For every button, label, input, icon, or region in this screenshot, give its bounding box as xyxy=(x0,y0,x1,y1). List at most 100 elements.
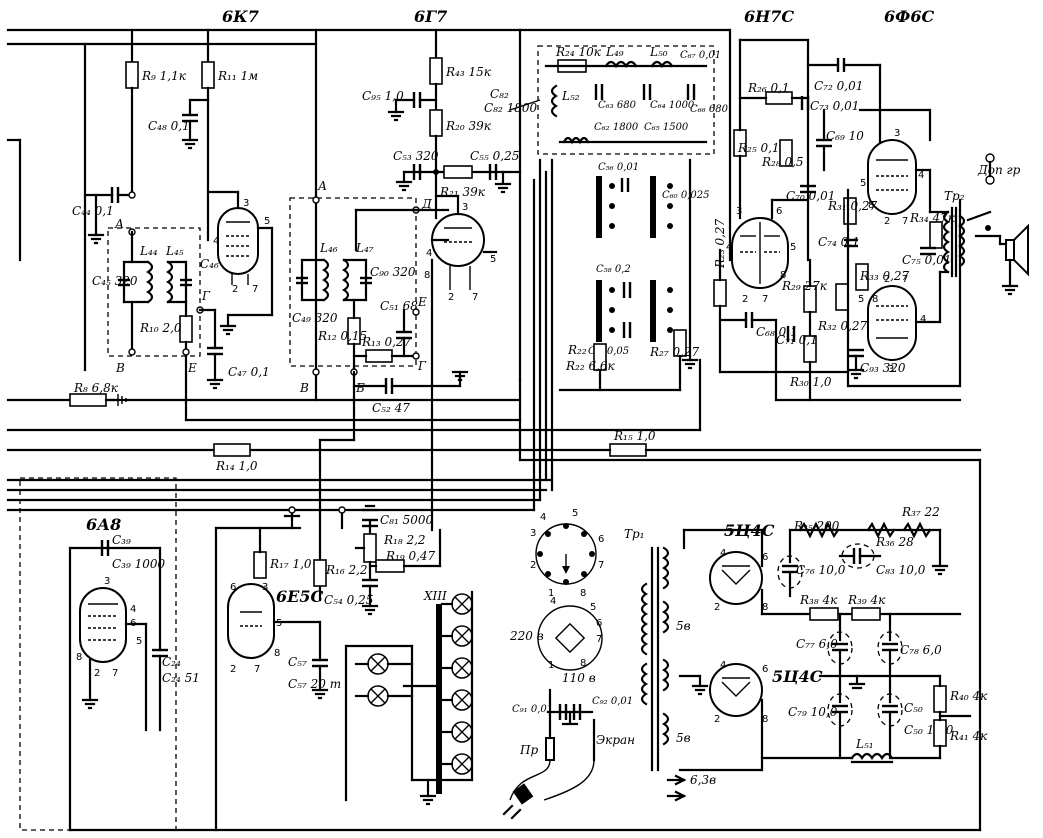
r29-label: R₂₉ 27к xyxy=(781,279,828,293)
r36-label: R₃₆ 28 xyxy=(875,535,914,549)
c57-label: C₅₇ 20 т xyxy=(288,677,341,691)
r19-label: R₁₉ 0,47 xyxy=(385,549,436,563)
stage-6e5s: R₁₇ 1,0 6Е5С 6 3 5 2 7 8 R₁₆ 2,2 C₅₄ 0,2… xyxy=(214,506,373,832)
resistor-r43 xyxy=(429,57,443,85)
node-b2: В xyxy=(299,381,309,395)
tube-label-6k7: 6К7 xyxy=(222,7,259,26)
svg-text:3: 3 xyxy=(462,202,468,213)
svg-text:8: 8 xyxy=(580,658,586,669)
r43-label: R₄₃ 15к xyxy=(445,65,492,79)
svg-text:4: 4 xyxy=(213,236,219,247)
svg-text:5: 5 xyxy=(490,254,496,265)
svg-text:5: 5 xyxy=(858,294,864,305)
resistor-r23 xyxy=(713,279,727,307)
c44-label: C₄₄ 0,1 xyxy=(72,204,114,218)
r17-label: R₁₇ 1,0 xyxy=(269,557,312,571)
svg-text:4: 4 xyxy=(426,248,432,259)
resistor-r34 xyxy=(929,221,943,249)
c64-label: C₆₄ 1000 xyxy=(650,100,695,111)
svg-text:8: 8 xyxy=(762,714,768,725)
r26-label: R₂₆ 0,1 xyxy=(747,81,790,95)
c49-label: C₄₉ 320 xyxy=(292,311,338,325)
svg-text:4: 4 xyxy=(720,548,726,559)
v63-label: 6,3в xyxy=(690,773,716,787)
svg-text:6: 6 xyxy=(762,664,768,675)
l50-label: L₅₀ xyxy=(649,45,668,59)
c56-label: C₅₆ 0,01 xyxy=(598,162,639,173)
r20-label: R₂₀ 39к xyxy=(445,119,492,133)
r25-label: R₂₅ 0,1 xyxy=(737,141,780,155)
c39-label: C₃₉ 1000 xyxy=(112,557,166,571)
svg-text:3: 3 xyxy=(736,206,742,217)
svg-text:7: 7 xyxy=(254,664,260,675)
resistor-r21 xyxy=(443,165,473,179)
c78-label: C₇₈ 6,0 xyxy=(900,643,942,657)
c90-label: C₉₀ 320 xyxy=(370,265,416,279)
svg-text:2: 2 xyxy=(714,714,720,725)
c47-label: C₄₇ 0,1 xyxy=(228,365,270,379)
v58a-label: 5в xyxy=(676,619,691,633)
svg-text:7: 7 xyxy=(252,284,258,295)
c24-label: C₂₄ 51 xyxy=(162,671,200,685)
svg-text:2: 2 xyxy=(94,668,100,679)
svg-text:7: 7 xyxy=(472,292,478,303)
svg-text:7: 7 xyxy=(112,668,118,679)
resistor-r33 xyxy=(855,263,869,291)
svg-text:2: 2 xyxy=(884,274,890,285)
svg-text:8: 8 xyxy=(274,648,280,659)
resistor-r32 xyxy=(835,283,849,311)
power-filter: R₃₅ 200 R₃₆ 28 R₃₇ 22 C₇₆ 10,0 C₈₃ 10,0 … xyxy=(760,505,988,764)
c24-label-name: C₂₄ xyxy=(162,655,181,669)
resistor-r28 xyxy=(779,139,793,167)
svg-text:2: 2 xyxy=(530,560,536,571)
if-transformer-1-box xyxy=(107,227,201,357)
resistor-r14 xyxy=(213,443,251,457)
converter-box xyxy=(19,477,177,831)
svg-text:8: 8 xyxy=(424,270,430,281)
v220-label: 220 в xyxy=(509,629,544,643)
svg-text:5: 5 xyxy=(860,178,866,189)
c91-label: C₉₁ 0,01 xyxy=(512,704,553,715)
fuse-icon xyxy=(545,737,555,761)
l52-label: L₅₂ xyxy=(561,89,580,103)
tube-6a8 xyxy=(79,587,127,663)
c75-label: C₇₅ 0,01 xyxy=(902,253,951,267)
svg-text:3: 3 xyxy=(262,582,268,593)
l47-label: L₄₇ xyxy=(355,241,374,255)
resistor-r16 xyxy=(313,559,327,587)
resistor-r39 xyxy=(851,607,881,621)
svg-text:6: 6 xyxy=(230,582,236,593)
svg-text:4: 4 xyxy=(726,242,732,253)
c50-label-name: C₅₀ xyxy=(904,701,923,715)
r27-label: R₂₇ 0,27 xyxy=(649,345,700,359)
c92-label: C₉₂ 0,01 xyxy=(592,696,633,707)
svg-text:2: 2 xyxy=(714,602,720,613)
svg-text:4: 4 xyxy=(918,170,924,181)
resistor-r18 xyxy=(363,533,377,563)
stage-6f6s: 6Ф6С 3 4 5 2 7 8 3 4 5 2 7 8 R₃₁ 0,27 C₇… xyxy=(817,7,1029,388)
v58b-label: 5в xyxy=(676,731,691,745)
c51-label: C₅₁ 68 xyxy=(380,299,418,313)
tone-control-block: R₂₄ 10к L₄₉ L₅₀ C₆₇ 0,01 L₅₂ C₆₃ 680 C₆₄… xyxy=(537,45,729,155)
svg-text:8: 8 xyxy=(780,270,786,281)
r8-label: R₈ 6,8к xyxy=(73,381,119,395)
r37-label: R₃₇ 22 xyxy=(901,505,940,519)
svg-text:6: 6 xyxy=(762,552,768,563)
stage-6k7: 6К7 R₉ 1,1к R₁₁ 1м C₄₈ 0,1 C₄₄ 0,1 C₄₅ 3… xyxy=(72,7,274,422)
c45-label: C₄₅ 320 xyxy=(92,274,138,288)
indicator-bias-network: C₈₁ 5000 R₁₈ 2,2 R₁₉ 0,47 xyxy=(338,504,442,616)
c67-label: C₆₇ 0,01 xyxy=(680,50,721,61)
svg-text:5: 5 xyxy=(572,508,578,519)
tube-label-6f6s: 6Ф6С xyxy=(884,7,934,26)
c93-label: C₉₃ 320 xyxy=(860,361,906,375)
resistor-r10 xyxy=(179,315,193,343)
c63-label: C₆₃ 680 xyxy=(598,100,637,111)
tone-switch-block: C₅₆ 0,01 C₆₀ 0,025 C₅₈ 0,2 C₅₉ 0,05 R₂₂ … xyxy=(532,158,709,512)
c55-label: C₅₅ 0,25 xyxy=(470,149,519,163)
svg-text:7: 7 xyxy=(902,216,908,227)
r16-label: R₁₆ 2,2 xyxy=(325,563,368,577)
tube-6e5s xyxy=(227,583,275,659)
r9-label: R₉ 1,1к xyxy=(141,69,187,83)
power-supply-input: 4 5 3 6 2 7 1 8 220 в 110 в 4 5 6 7 1 8 … xyxy=(502,508,716,820)
